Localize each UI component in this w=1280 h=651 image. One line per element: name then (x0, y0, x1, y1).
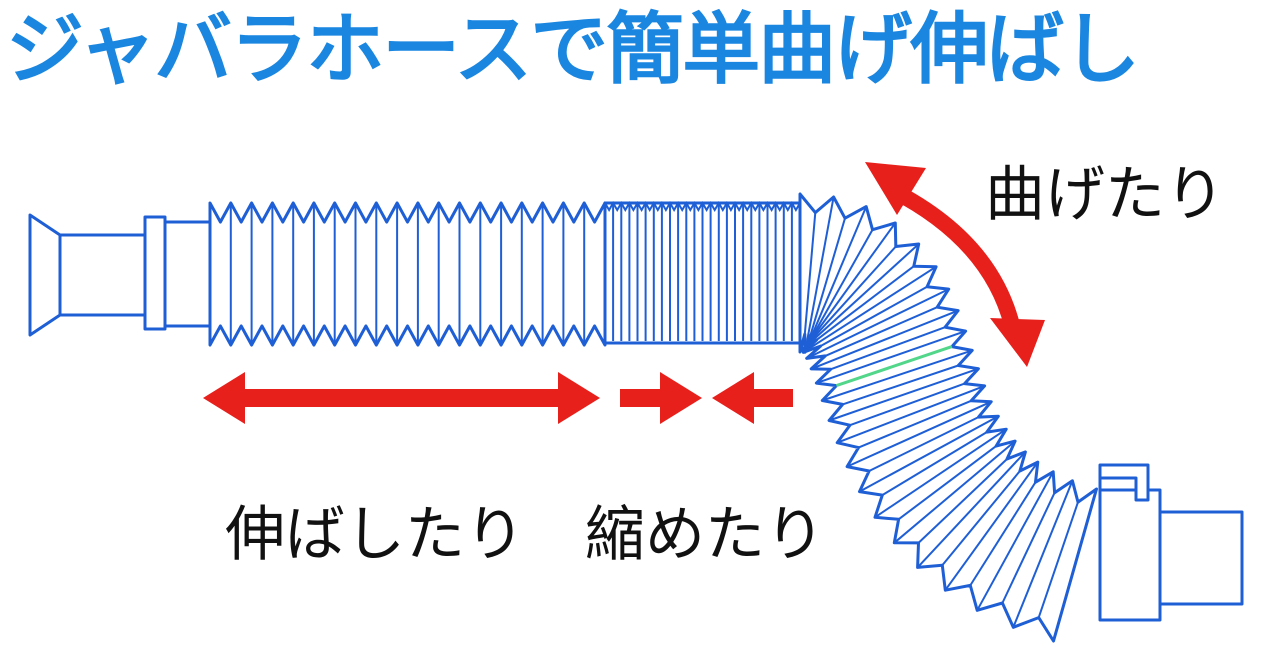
bellows-rib (803, 212, 817, 335)
bellows-rib (944, 461, 1039, 591)
bellows-rib (802, 265, 937, 354)
bellows-rib (815, 265, 915, 341)
bellows-rib (976, 471, 1055, 611)
bellows-rib (830, 326, 946, 371)
arrow-group (203, 162, 1045, 424)
bellows-rib (816, 330, 966, 385)
bellows-rib (821, 349, 973, 402)
hose-left-flare (28, 213, 62, 337)
bellows-rib (811, 229, 874, 337)
bellows-rib (820, 285, 928, 347)
bellows-rib (824, 306, 938, 357)
bellows-rib (1012, 480, 1074, 628)
label-bend: 曲げたり (985, 160, 1225, 230)
bellows-rib (803, 206, 868, 353)
bellows-rib (806, 288, 950, 360)
bellows-rib (1001, 492, 1056, 604)
bellows-rib (801, 243, 920, 352)
bend-arrow-head-top (865, 162, 926, 215)
stretch-arrow-head-left (203, 372, 245, 424)
bellows-rib (804, 196, 835, 353)
stretch-arrow-head-right (558, 372, 600, 424)
bend-arrow-shaft (888, 182, 1020, 328)
label-stretch: 伸ばしたり (225, 500, 525, 570)
bellows-top-edge (604, 201, 801, 212)
bellows-rib (917, 458, 1008, 544)
bellows-rib (881, 431, 988, 496)
bellows-rib (941, 470, 1021, 566)
bellows-rib (868, 416, 979, 472)
label-shrink: 縮めたり (585, 500, 825, 570)
hose-right-sleeve (1158, 510, 1244, 606)
bellows-rib (1037, 501, 1079, 618)
bellows-rib (969, 481, 1037, 586)
hose-right-collar (1098, 488, 1162, 622)
shrink-arrow-left-head (660, 372, 702, 424)
hose-curved-bellows (798, 192, 1098, 643)
bellows-rib (1052, 488, 1098, 642)
hose-left-neck (163, 220, 212, 328)
bellows-rib (801, 222, 897, 352)
bellows-rib (916, 451, 1027, 569)
bellows-rib (828, 367, 979, 422)
shrink-arrow-right-head (712, 372, 754, 424)
bend-arrow-head-bottom (990, 318, 1045, 367)
bellows-rib (809, 217, 846, 336)
stretch-arrow-shaft (240, 389, 560, 407)
bellows-hose (28, 192, 1244, 643)
bellows-rib (897, 445, 997, 521)
bellows-rib (813, 245, 897, 338)
bellows-rib (849, 382, 965, 427)
bellows-rib (810, 309, 959, 370)
hose-left-sleeve (58, 233, 147, 317)
bellows-rib (842, 364, 959, 406)
shrink-arrow-right-shaft (748, 389, 793, 407)
hose-right-clip (1098, 463, 1150, 502)
bellows-rib (858, 399, 972, 449)
hose-stretched-bellows (208, 201, 607, 347)
page-title: ジャバラホースで簡単曲げ伸ばし (6, 5, 1140, 95)
bellows-rib (846, 400, 992, 468)
bellows-rib (874, 428, 1007, 519)
bellows-rib (836, 384, 985, 444)
shrink-arrow-left-shaft (620, 389, 665, 407)
bellows-rib (859, 415, 999, 493)
hose-left-collar (143, 215, 167, 331)
hose-seam-line (835, 345, 953, 388)
bellows-rib (893, 440, 1016, 544)
